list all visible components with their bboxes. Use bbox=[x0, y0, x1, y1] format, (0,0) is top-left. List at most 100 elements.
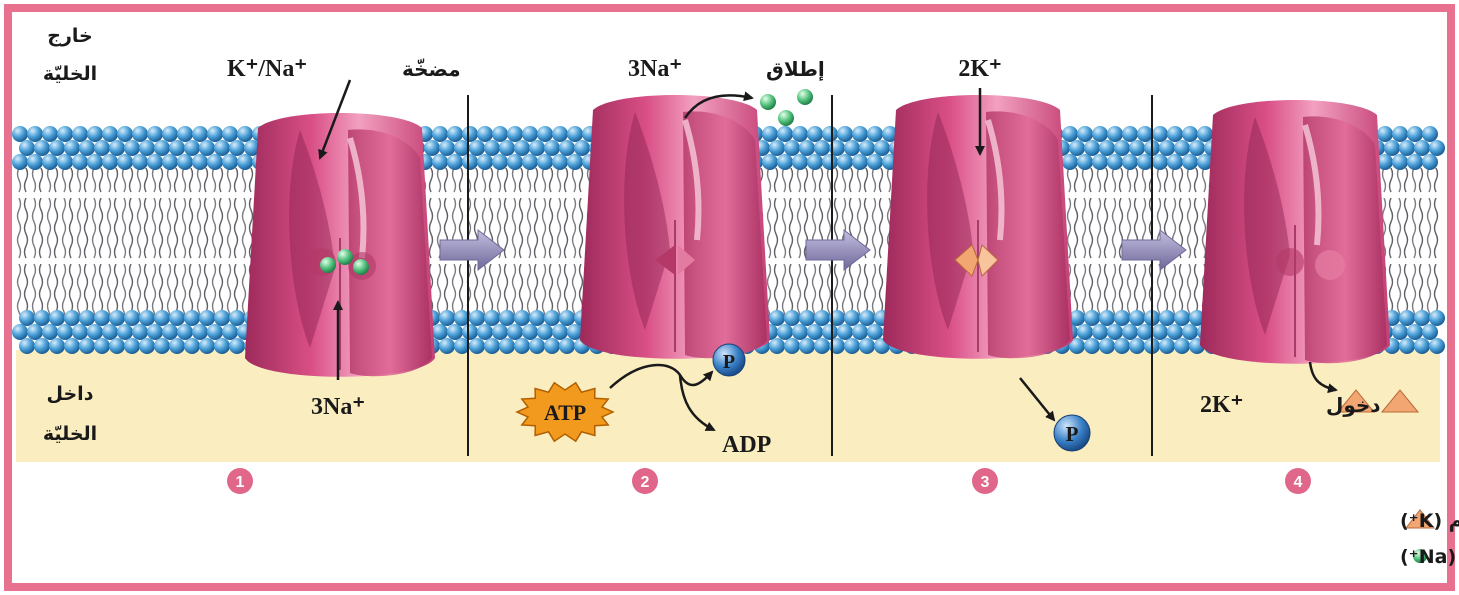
phospholipid-head bbox=[1407, 126, 1423, 142]
phospholipid-head bbox=[852, 126, 868, 142]
phospholipid-head bbox=[244, 140, 260, 156]
phospholipid-head bbox=[859, 140, 875, 156]
phospholipid-head bbox=[12, 154, 28, 170]
phospholipid-head bbox=[1159, 338, 1175, 354]
phospholipid-head bbox=[867, 154, 883, 170]
phospholipid-head bbox=[514, 140, 530, 156]
step-badge-3: 3 bbox=[972, 468, 998, 494]
phospholipid-head bbox=[799, 310, 815, 326]
phospholipid-head bbox=[1099, 310, 1115, 326]
phospholipid-head bbox=[1182, 324, 1198, 340]
step-arrow-3 bbox=[1121, 228, 1187, 272]
phospholipid-head bbox=[229, 338, 245, 354]
phospholipid-head bbox=[1414, 310, 1430, 326]
phospholipid-head bbox=[1114, 310, 1130, 326]
sodium-ions-released bbox=[760, 89, 813, 126]
phospholipid-head bbox=[154, 310, 170, 326]
sodium-ion bbox=[320, 257, 336, 273]
phospholipid-head bbox=[1152, 126, 1168, 142]
phospholipid-head bbox=[1069, 338, 1085, 354]
phospholipid-head bbox=[792, 324, 808, 340]
phospholipid-head bbox=[454, 140, 470, 156]
phospholipid-head bbox=[859, 310, 875, 326]
phosphate-released: P bbox=[1053, 414, 1091, 452]
phospholipid-head bbox=[1182, 154, 1198, 170]
phospholipid-head bbox=[132, 126, 148, 142]
phospholipid-head bbox=[237, 126, 253, 142]
phospholipid-head bbox=[124, 338, 140, 354]
phospholipid-head bbox=[1084, 310, 1100, 326]
phospholipid-head bbox=[552, 324, 568, 340]
phospholipid-head bbox=[109, 310, 125, 326]
phospholipid-head bbox=[72, 154, 88, 170]
phospholipid-head bbox=[867, 324, 883, 340]
potassium-ion bbox=[1336, 389, 1376, 413]
potassium-ions-bound bbox=[954, 244, 999, 277]
phospholipid-head bbox=[1137, 324, 1153, 340]
phospholipid-head bbox=[1129, 140, 1145, 156]
phospholipid-head bbox=[1122, 324, 1138, 340]
phospholipid-head bbox=[522, 126, 538, 142]
phospholipid-head bbox=[454, 310, 470, 326]
svg-text:4: 4 bbox=[1294, 474, 1303, 491]
phospholipid-head bbox=[814, 338, 830, 354]
phospholipid-head bbox=[1077, 324, 1093, 340]
phospholipid-head bbox=[49, 140, 65, 156]
phospholipid-head bbox=[199, 140, 215, 156]
phospholipid-head bbox=[499, 140, 515, 156]
phospholipid-head bbox=[499, 338, 515, 354]
sodium-ion bbox=[797, 89, 813, 105]
phospholipid-head bbox=[439, 140, 455, 156]
release-arabic-label: إطلاق bbox=[766, 57, 825, 81]
phospholipid-head bbox=[507, 154, 523, 170]
phospholipid-head bbox=[19, 338, 35, 354]
phospholipid-head bbox=[537, 154, 553, 170]
phospholipid-head bbox=[184, 338, 200, 354]
phospholipid-head bbox=[507, 324, 523, 340]
phospholipid-head bbox=[109, 140, 125, 156]
phospholipid-head bbox=[229, 310, 245, 326]
phospholipid-head bbox=[559, 140, 575, 156]
phospholipid-head bbox=[57, 154, 73, 170]
sodium-ions-bound bbox=[320, 249, 369, 275]
phospholipid-head bbox=[1092, 324, 1108, 340]
annotation-arrows bbox=[318, 79, 1338, 432]
phospholipid-head bbox=[132, 324, 148, 340]
phospholipid-head bbox=[544, 310, 560, 326]
phospholipid-head bbox=[207, 154, 223, 170]
phospholipid-head bbox=[814, 140, 830, 156]
phospholipid-head bbox=[109, 338, 125, 354]
phospholipid-head bbox=[1077, 126, 1093, 142]
phospholipid-head bbox=[492, 324, 508, 340]
phospholipid-head bbox=[1399, 140, 1415, 156]
phospholipid-head bbox=[822, 126, 838, 142]
phospholipid-head bbox=[192, 154, 208, 170]
phospholipid-head bbox=[799, 140, 815, 156]
phospholipid-head bbox=[1392, 324, 1408, 340]
phospholipid-head bbox=[1152, 154, 1168, 170]
phospholipid-head bbox=[34, 140, 50, 156]
legend-potassium-label: أيون البوتاسيوم (K⁺) bbox=[1400, 508, 1459, 532]
phospholipid-head bbox=[207, 126, 223, 142]
phospholipid-head bbox=[432, 126, 448, 142]
phospholipid-head bbox=[1422, 324, 1438, 340]
phospholipid-head bbox=[34, 338, 50, 354]
phospholipid-head bbox=[762, 126, 778, 142]
phospholipid-head bbox=[762, 154, 778, 170]
phospholipid-head bbox=[162, 324, 178, 340]
phospholipid-head bbox=[1174, 338, 1190, 354]
phospholipid-head bbox=[822, 324, 838, 340]
phospholipid-head bbox=[199, 310, 215, 326]
pump-formula-label: K⁺/Na⁺ bbox=[227, 56, 307, 82]
phospholipid-head bbox=[94, 310, 110, 326]
panel-dividers bbox=[467, 95, 1153, 456]
phospholipid-head bbox=[484, 338, 500, 354]
potassium-ions-entered bbox=[1336, 389, 1420, 413]
phospholipid-head bbox=[777, 126, 793, 142]
phospholipid-head bbox=[1399, 338, 1415, 354]
phospholipid-head bbox=[1189, 310, 1205, 326]
phospholipid-head bbox=[124, 140, 140, 156]
svg-text:3: 3 bbox=[981, 474, 990, 491]
phospholipid-head bbox=[49, 310, 65, 326]
